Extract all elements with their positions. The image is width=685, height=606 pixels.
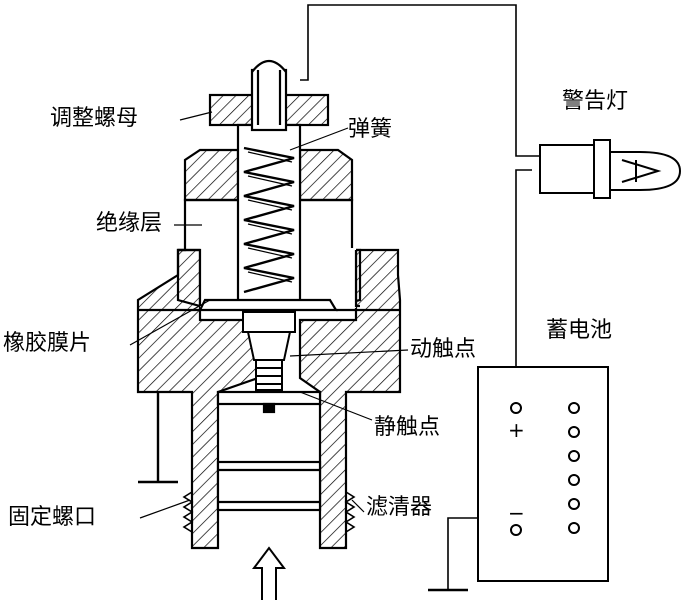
label-adjust-nut: 调整螺母 [50, 106, 139, 131]
filter-element [216, 460, 322, 512]
label-spring: 弹簧 [348, 117, 393, 142]
label-insulation: 绝缘层 [96, 211, 163, 236]
housing-ground [138, 392, 178, 484]
label-warning-lamp: 警告灯 [562, 89, 629, 114]
label-filter: 滤清器 [366, 495, 433, 520]
label-moving-contact: 动触点 [410, 337, 477, 362]
leader-lines [129, 111, 409, 519]
label-static-contact: 静触点 [374, 415, 441, 440]
rubber-diaphragm [138, 298, 400, 312]
stem [236, 59, 302, 307]
battery-box [477, 366, 609, 582]
spring-coil [243, 146, 295, 294]
pressure-inlet-arrow [252, 546, 286, 600]
battery-negative-sign: − [508, 501, 525, 525]
battery-cells [510, 402, 580, 536]
moving-contact-assembly [242, 311, 296, 391]
label-fixing-thread: 固定螺口 [8, 505, 97, 530]
battery-positive-sign: + [508, 418, 525, 442]
thread-teeth [182, 491, 356, 533]
label-diaphragm: 橡胶膜片 [3, 331, 92, 356]
warning-lamp-bulb [539, 139, 682, 199]
label-battery: 蓄电池 [546, 318, 613, 343]
static-contact [216, 390, 322, 414]
